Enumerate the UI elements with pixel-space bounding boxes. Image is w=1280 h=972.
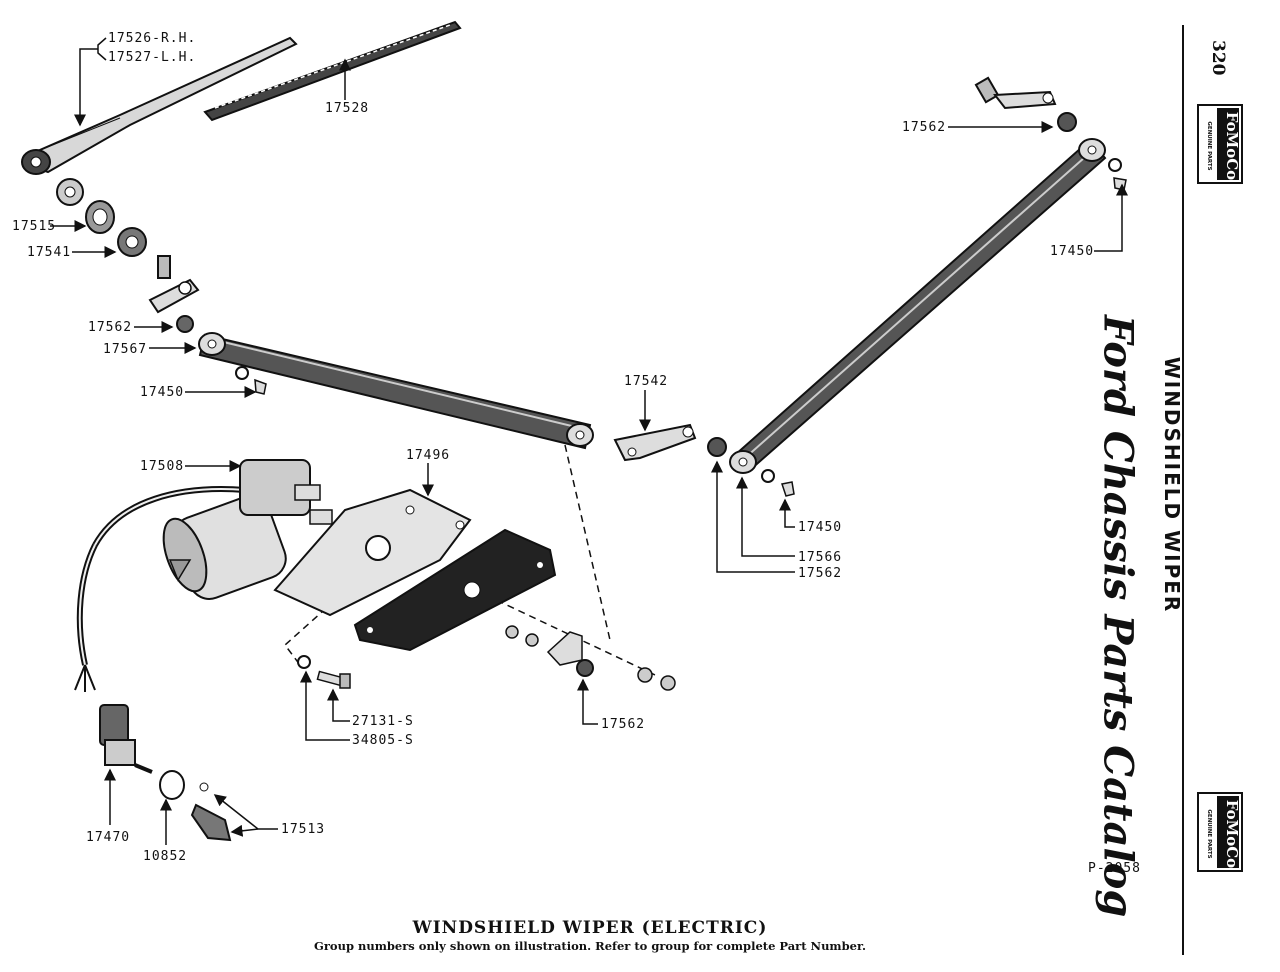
part-label-17450-center: 17450 — [798, 520, 843, 535]
link-17566 — [729, 138, 1107, 474]
diagram-title: WINDSHIELD WIPER (ELECTRIC) — [412, 918, 768, 938]
part-label-17508: 17508 — [140, 459, 185, 474]
bracket-small-hardware — [505, 625, 676, 691]
badge-panel — [1217, 796, 1239, 868]
link-17567 — [198, 332, 594, 450]
part-label-17541: 17541 — [27, 245, 72, 260]
wiper-blade — [203, 20, 462, 122]
page-number: 320 — [1208, 40, 1228, 76]
bushing-17562-left — [176, 315, 194, 333]
wiper-switch — [99, 704, 153, 774]
clip-17450-right — [1108, 158, 1127, 191]
part-label-17562-left: 17562 — [88, 320, 133, 335]
part-label-17496: 17496 — [406, 448, 451, 463]
switch-bezel-10852 — [159, 770, 185, 800]
badge-sub-text: GENUINE PARTS — [1206, 809, 1212, 859]
part-label-17562-center: 17562 — [798, 566, 843, 581]
part-label-17513: 17513 — [281, 822, 326, 837]
section-title: WINDSHIELD WIPER — [1160, 356, 1184, 614]
badge-panel — [1217, 108, 1239, 180]
bushing-17562-right — [1057, 112, 1077, 132]
badge-sub-text: GENUINE PARTS — [1206, 121, 1212, 171]
washer-34805s — [297, 655, 311, 669]
mounting-bracket — [273, 488, 472, 617]
badge-logo-text: FoMoCo — [1223, 111, 1241, 181]
fomoco-badge-top: FoMoCo GENUINE PARTS — [1197, 104, 1243, 184]
part-label-17450-right: 17450 — [1050, 244, 1095, 259]
part-label-17470: 17470 — [86, 830, 131, 845]
gasket-17541 — [117, 227, 147, 257]
part-label-17526: 17526-R.H. — [108, 31, 197, 46]
part-label-17542: 17542 — [624, 374, 669, 389]
part-label-10852: 10852 — [143, 849, 188, 864]
wiper-arm — [21, 36, 298, 175]
part-label-17562-bracket: 17562 — [601, 717, 646, 732]
catalog-brand-title: Ford Chassis Parts Catalog — [1094, 315, 1142, 918]
part-label-17527: 17527-L.H. — [108, 50, 197, 65]
bushing-17562-center — [707, 437, 727, 457]
part-label-17566: 17566 — [798, 550, 843, 565]
plate-reference: P-2058 — [1088, 861, 1141, 876]
part-label-34805s: 34805-S — [352, 733, 414, 748]
diagram-subtitle: Group numbers only shown on illustration… — [314, 939, 866, 953]
wiper-motor — [74, 459, 333, 692]
badge-logo-text: FoMoCo — [1223, 799, 1241, 869]
clip-17450-center — [761, 469, 795, 497]
bolt-27131s — [316, 670, 351, 689]
clip-17450-left — [235, 366, 267, 395]
part-label-17515: 17515 — [12, 219, 57, 234]
bezel-17515 — [85, 200, 115, 234]
part-label-17562-right: 17562 — [902, 120, 947, 135]
arm-nut — [56, 178, 84, 206]
knob-17513 — [190, 782, 232, 842]
leader-lines — [50, 37, 1128, 845]
part-label-17567: 17567 — [103, 342, 148, 357]
left-pivot-crank — [148, 255, 200, 314]
part-label-17528: 17528 — [325, 101, 370, 116]
part-label-27131s: 27131-S — [352, 714, 414, 729]
mounting-gasket — [353, 528, 557, 652]
crank-17542 — [613, 423, 697, 462]
right-pivot-crank — [974, 76, 1057, 110]
fomoco-badge-bottom: FoMoCo GENUINE PARTS — [1197, 792, 1243, 872]
part-label-17450-left: 17450 — [140, 385, 185, 400]
